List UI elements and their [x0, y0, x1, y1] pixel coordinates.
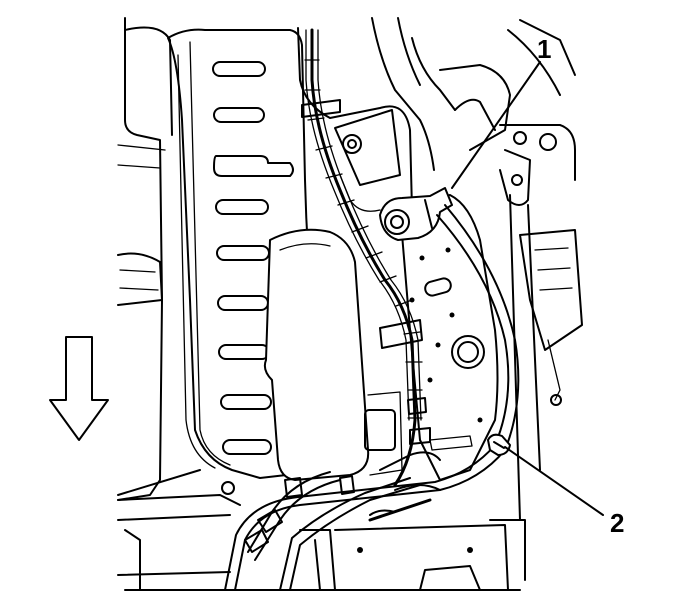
down-arrow-icon: [49, 336, 109, 441]
left-body-structure: [117, 17, 201, 501]
brake-line-clip: [379, 187, 453, 241]
mounting-plate: [399, 194, 499, 481]
callout-1: 1: [537, 34, 551, 64]
callout-leader-1: [451, 61, 541, 189]
wiring-harness: [301, 28, 431, 487]
upper-bracket: [297, 17, 576, 212]
fittings: [221, 475, 432, 553]
harness-ribs: [304, 59, 423, 419]
canister-box: [263, 228, 403, 481]
callout-leader-2: [504, 446, 604, 516]
lower-crossmember: [117, 494, 526, 591]
callout-2: 2: [610, 508, 624, 538]
lower-line-clip: [487, 433, 511, 456]
right-structure: [489, 124, 583, 521]
